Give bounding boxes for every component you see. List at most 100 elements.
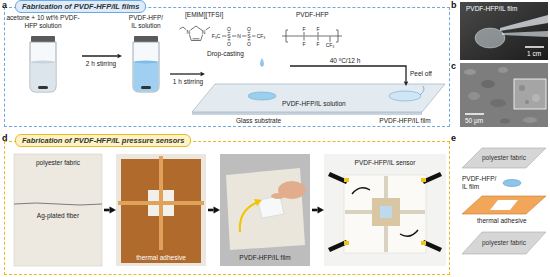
- atom-symbol: O: [227, 26, 232, 31]
- sem-image: [532, 94, 540, 102]
- droplet: [248, 92, 276, 100]
- photo-step: thermal adhesive: [116, 154, 208, 266]
- photo-step: PVDF-HFP/IL film: [220, 154, 312, 266]
- sensor-photo: [344, 241, 349, 245]
- polymer-structure: [304, 32, 305, 36]
- sensor-photo: [380, 206, 392, 218]
- peeling-photo: [271, 193, 285, 199]
- sem-image: [523, 117, 537, 123]
- process-arrow: [208, 207, 220, 214]
- film-step: PVDF-HFP/IL film: [365, 86, 447, 124]
- ionic-liquid-structure: [193, 38, 200, 39]
- atom-symbol: CF₃: [256, 34, 265, 39]
- chemical-name: PVDF-HFP: [296, 11, 329, 19]
- layer-stack: [462, 148, 546, 168]
- step-caption: Drop-casting: [207, 50, 244, 58]
- vial-step: acetone + 10 wt% PVDF-HFP solution: [6, 14, 82, 98]
- scale-label: 50 μm: [465, 117, 483, 125]
- panel-box: Fabrication of PVDF-HFP/IL filmsacetone …: [4, 7, 450, 127]
- arrow-head: [201, 72, 206, 77]
- panel-letter: a: [2, 0, 7, 10]
- peeling-photo: [220, 154, 310, 266]
- process-arrow: [290, 66, 408, 86]
- sem-image: [465, 113, 484, 115]
- sensor-photo: [421, 241, 426, 245]
- sensor-photo: [344, 175, 426, 253]
- polymer-structure: [282, 36, 342, 37]
- peeling-photo: [254, 199, 262, 206]
- vial-illustration: [31, 61, 56, 64]
- film-photo: [460, 2, 548, 60]
- chemical-name: [EMIM][TFSI]: [185, 11, 223, 19]
- sensor-photo: [328, 172, 348, 184]
- photo-caption: thermal adhesive: [116, 254, 206, 262]
- peeling-photo: [220, 154, 310, 266]
- ionic-liquid-structure: [180, 26, 256, 41]
- panel-box: Fabrication of PVDF-HFP/IL pressure sens…: [4, 141, 450, 275]
- layer-label: polyester fabric: [482, 239, 526, 247]
- vial-illustration: [134, 61, 159, 64]
- adhesive-photo: [116, 154, 206, 266]
- step-caption: acetone + 10 wt% PVDF-HFP solution: [6, 14, 80, 29]
- polymer-structure: [330, 37, 331, 43]
- vial-illustration: [31, 62, 56, 92]
- sem-image: [460, 63, 548, 127]
- photo-caption: PVDF-HFP/IL film: [220, 254, 310, 262]
- scale-label: 1 cm: [527, 50, 541, 58]
- glass-substrate: [192, 84, 445, 112]
- atom-symbol: S: [247, 34, 251, 39]
- atom-symbol: O: [247, 26, 252, 31]
- sensor-photo: [328, 240, 348, 252]
- vial-step: PVDF-HFP/ IL solution: [122, 14, 170, 98]
- atom-symbol: F: [302, 41, 306, 46]
- film-photo: [475, 28, 505, 48]
- sensor-photo: [324, 154, 446, 266]
- photo-caption: polyester fabric: [14, 159, 102, 167]
- sensor-photo: [372, 198, 400, 226]
- fabric-photo: [14, 203, 102, 205]
- vial-illustration: [38, 86, 48, 89]
- atom-symbol: S: [227, 34, 231, 39]
- atom-symbol: F: [302, 26, 306, 31]
- atom-symbol: N: [186, 29, 190, 34]
- panel-letter: e: [451, 133, 456, 143]
- ionic-liquid-structure: [206, 27, 210, 30]
- edge-label: 2 h stirring: [85, 60, 117, 68]
- photo-caption: PVDF-HFP/IL sensor: [324, 159, 446, 167]
- sem-image: [481, 80, 495, 88]
- process-arrow: [170, 72, 205, 77]
- layer-label: polyester fabric: [482, 154, 526, 162]
- atom-symbol: F: [316, 41, 320, 46]
- layer-label: thermal adhesive: [477, 217, 527, 225]
- vial-illustration: [134, 36, 158, 42]
- photo-label: PVDF-HFP/IL film: [466, 5, 517, 13]
- vial-illustration: [134, 62, 159, 92]
- glass-substrate: [192, 112, 422, 115]
- atom-symbol: CF₃: [325, 43, 334, 48]
- layer-stack: [462, 148, 546, 254]
- peeling-photo: [240, 202, 258, 232]
- arrow-head: [404, 82, 409, 87]
- arrow-line: [82, 55, 118, 56]
- peeled-film: [389, 91, 421, 101]
- film-photo: [460, 2, 548, 60]
- arrow-head: [318, 207, 325, 214]
- sensor-photo: [352, 188, 370, 194]
- panel-heading: Fabrication of PVDF-HFP/IL films: [15, 0, 146, 13]
- arrow-line: [290, 66, 406, 82]
- sensor-photo: [422, 240, 442, 252]
- panel-heading: Fabrication of PVDF-HFP/IL pressure sens…: [15, 134, 191, 147]
- sem-image: [525, 100, 529, 104]
- peeled-film: [389, 86, 424, 101]
- step-caption: PVDF-HFP/IL film: [365, 117, 445, 125]
- photo-step: polyester fabricAg-plated fiber: [14, 154, 104, 266]
- layer-stack: [490, 200, 518, 210]
- arrow-head: [118, 54, 123, 59]
- arrow-line: [312, 209, 318, 212]
- polymer-structure: [304, 37, 305, 41]
- panel-letter: b: [451, 0, 457, 10]
- photo-caption: Ag-plated fiber: [14, 212, 102, 220]
- panel-letter: d: [2, 133, 8, 143]
- atom-symbol: F: [316, 26, 320, 31]
- edge-label: 1 h stirring: [172, 78, 204, 86]
